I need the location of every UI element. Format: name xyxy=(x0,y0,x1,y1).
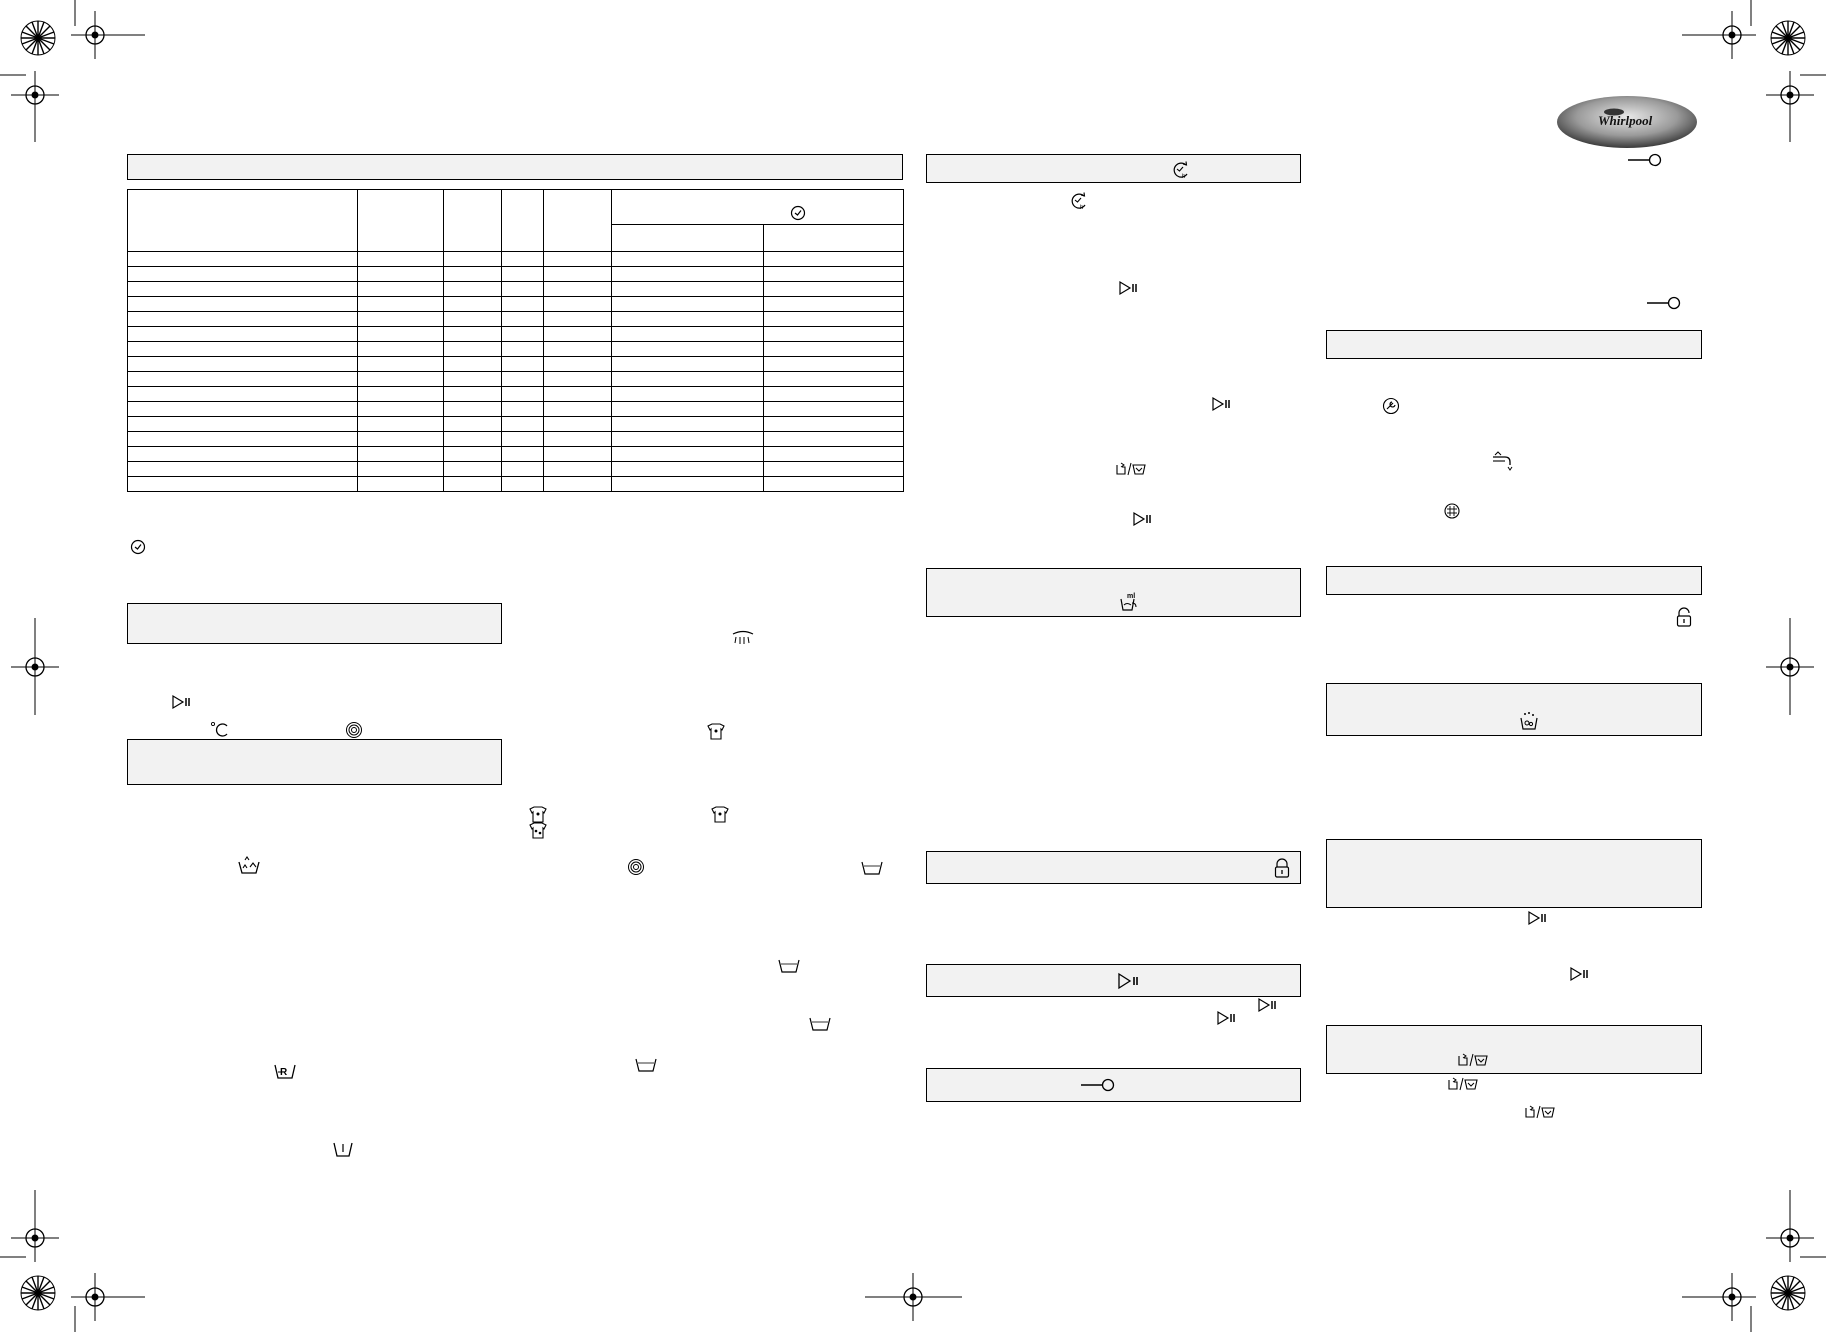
svg-text:Whirlpool: Whirlpool xyxy=(1598,113,1653,128)
table-row xyxy=(127,371,904,387)
tub-icon xyxy=(778,958,800,974)
brand-logo: Whirlpool xyxy=(1556,95,1698,150)
section-box-troubleshooting xyxy=(1326,839,1702,908)
hand-wash-icon xyxy=(332,1140,354,1158)
delay-timer-icon xyxy=(790,205,806,226)
table-row xyxy=(127,461,904,477)
key-lock-icon xyxy=(1081,1078,1115,1092)
key-lock-icon xyxy=(1628,153,1662,167)
start-pause-icon xyxy=(1258,997,1278,1013)
spin-drain-icon xyxy=(1115,461,1147,477)
spin-icon xyxy=(345,721,363,739)
tap-icon xyxy=(1491,451,1515,471)
spin-drain-icon xyxy=(1457,1052,1489,1068)
start-pause-icon xyxy=(1212,396,1232,412)
rinse-hold-icon xyxy=(731,630,755,646)
child-lock-icon xyxy=(1274,858,1290,878)
delay-timer-icon xyxy=(130,539,146,555)
filter-icon xyxy=(1444,503,1460,519)
detergent-icon xyxy=(1519,711,1539,731)
section-box-left-2 xyxy=(127,739,502,785)
extra-rinse-icon xyxy=(237,856,261,876)
svg-text:h: h xyxy=(1080,205,1083,211)
table-row xyxy=(127,326,904,342)
table-row xyxy=(127,266,904,282)
start-pause-icon xyxy=(1118,972,1140,990)
service-icon xyxy=(1382,397,1400,415)
table-row xyxy=(127,431,904,447)
start-pause-icon xyxy=(1570,966,1590,982)
tub-icon xyxy=(861,860,883,876)
table-subheader-cell xyxy=(611,224,764,252)
stain-icon xyxy=(710,806,730,824)
spin-drain-icon xyxy=(1524,1104,1556,1120)
svg-text:h: h xyxy=(1182,174,1185,180)
delay-timer-icon: h xyxy=(1171,161,1191,180)
spin-drain-icon xyxy=(1447,1076,1479,1092)
start-pause-icon xyxy=(1133,511,1153,527)
unlock-icon xyxy=(1676,607,1692,627)
section-box-left-1 xyxy=(127,603,502,644)
table-row xyxy=(127,341,904,357)
table-row xyxy=(127,281,904,297)
section-box-delay xyxy=(926,154,1301,183)
section-box-child-lock xyxy=(926,851,1301,884)
section-box-start-pause xyxy=(926,964,1301,997)
table-header-cell xyxy=(611,189,904,226)
table-header-cell xyxy=(543,189,612,252)
table-row xyxy=(127,446,904,462)
start-pause-icon xyxy=(1217,1010,1237,1026)
start-pause-icon xyxy=(172,694,192,710)
table-row xyxy=(127,311,904,327)
delay-timer-icon: h xyxy=(1069,192,1089,211)
section-box-door xyxy=(1326,566,1702,595)
spin-icon xyxy=(627,858,645,876)
table-header-cell xyxy=(443,189,502,252)
temperature-icon xyxy=(210,721,230,737)
section-box-maintenance xyxy=(1326,330,1702,359)
stain-icon xyxy=(528,822,548,840)
program-table-header-box xyxy=(127,154,903,180)
start-pause-icon xyxy=(1119,280,1139,296)
program-table xyxy=(127,189,904,492)
table-header-cell xyxy=(501,189,544,252)
svg-text:ml: ml xyxy=(1127,593,1135,600)
start-pause-icon xyxy=(1528,910,1548,926)
table-row xyxy=(127,386,904,402)
easy-iron-icon: R xyxy=(273,1062,297,1082)
section-box-drain xyxy=(1326,1025,1702,1074)
stain-icon xyxy=(706,723,726,741)
table-row xyxy=(127,476,904,492)
table-row xyxy=(127,401,904,417)
svg-text:R: R xyxy=(280,1067,288,1078)
tub-icon xyxy=(809,1016,831,1032)
table-row xyxy=(127,356,904,372)
table-header-cell xyxy=(127,189,358,252)
dosage-icon: ml xyxy=(1118,591,1140,613)
table-row xyxy=(127,251,904,267)
table-header-cell xyxy=(357,189,444,252)
section-box-dosage xyxy=(926,568,1301,617)
table-row xyxy=(127,416,904,432)
table-subheader-cell xyxy=(763,224,904,252)
stain-icon xyxy=(528,806,548,824)
tub-icon xyxy=(635,1057,657,1073)
section-box-detergent xyxy=(1326,683,1702,736)
table-row xyxy=(127,296,904,312)
key-lock-icon xyxy=(1647,296,1681,310)
